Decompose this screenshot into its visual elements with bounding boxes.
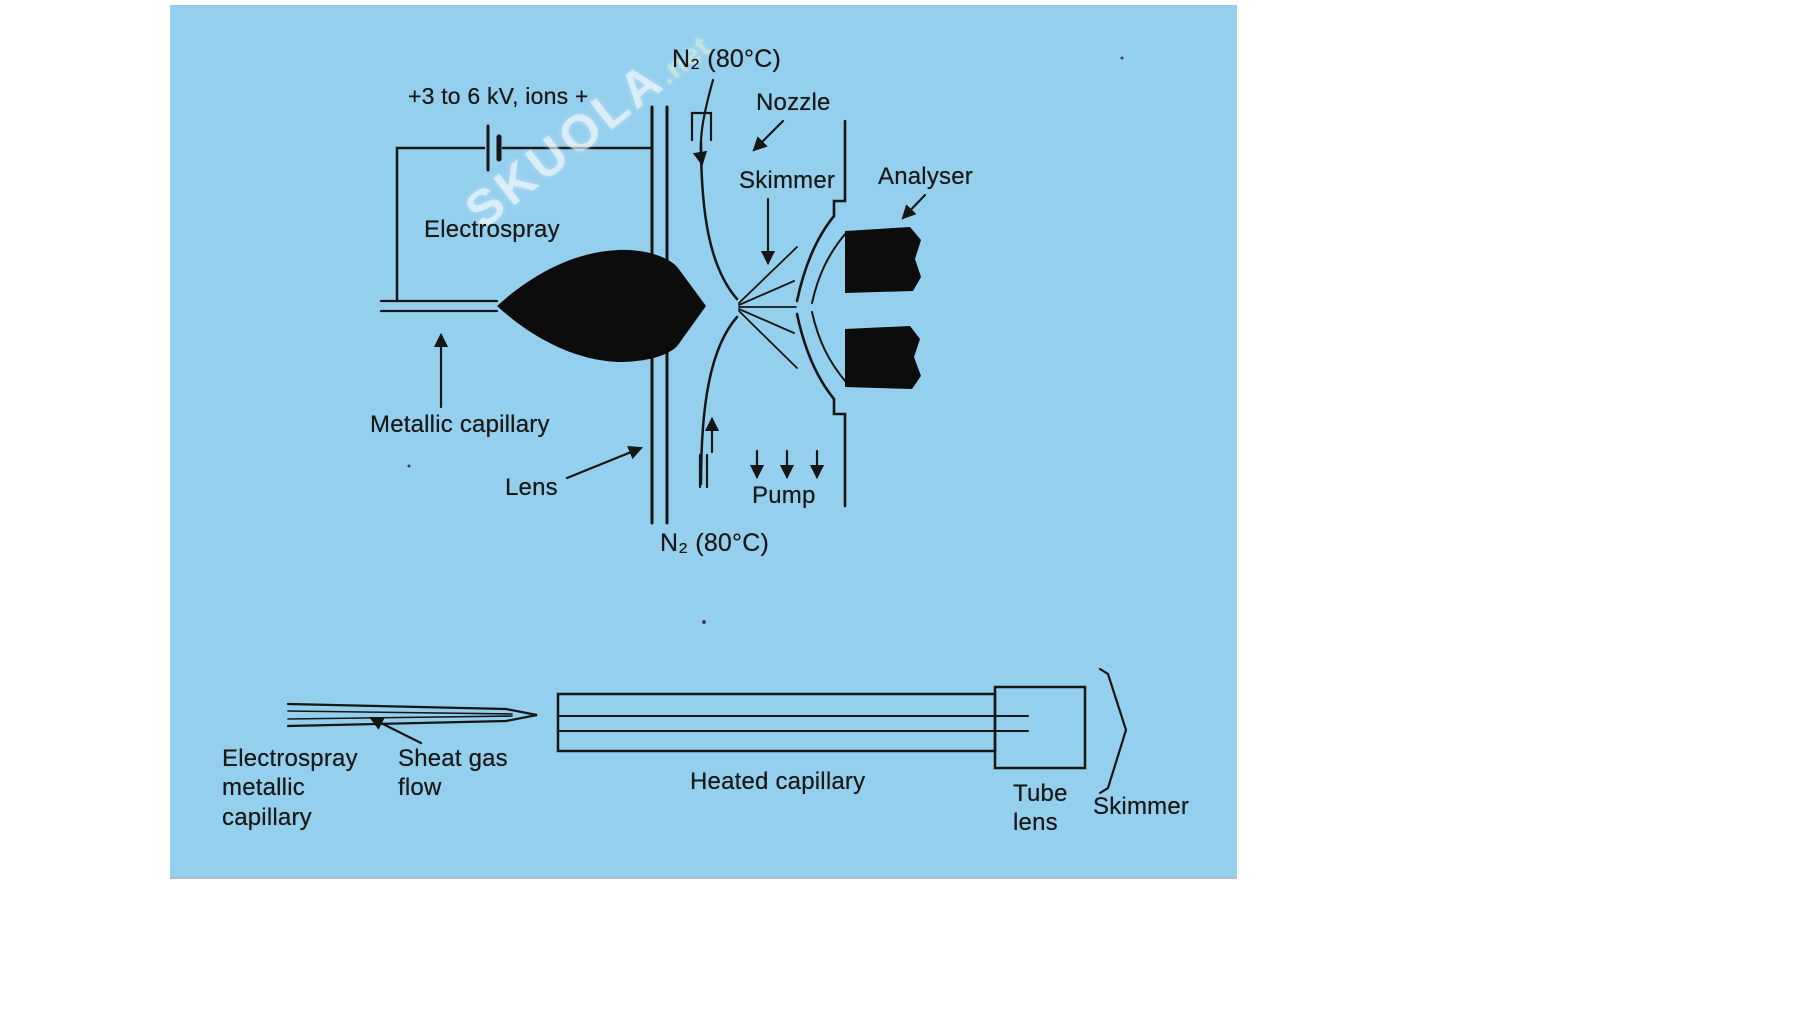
- label-esp-metallic-capillary: Electrospray metallic capillary: [222, 745, 358, 831]
- label-tube-lens: Tube lens: [1013, 780, 1068, 837]
- label-metallic-capillary: Metallic capillary: [370, 411, 550, 438]
- label-skimmer-bottom: Skimmer: [1093, 793, 1190, 820]
- label-analyser: Analyser: [878, 163, 973, 190]
- label-heated-capillary: Heated capillary: [690, 768, 866, 795]
- label-sheath-gas-flow: Sheat gas flow: [398, 745, 508, 802]
- label-lens: Lens: [505, 474, 558, 501]
- label-skimmer: Skimmer: [739, 167, 836, 194]
- label-pump: Pump: [752, 482, 816, 509]
- label-n2-top: N₂ (80°C): [672, 45, 782, 73]
- label-voltage: +3 to 6 kV, ions +: [408, 83, 589, 109]
- label-electrospray: Electrospray: [424, 216, 560, 243]
- label-n2-bottom: N₂ (80°C): [660, 529, 770, 557]
- label-nozzle: Nozzle: [756, 89, 831, 116]
